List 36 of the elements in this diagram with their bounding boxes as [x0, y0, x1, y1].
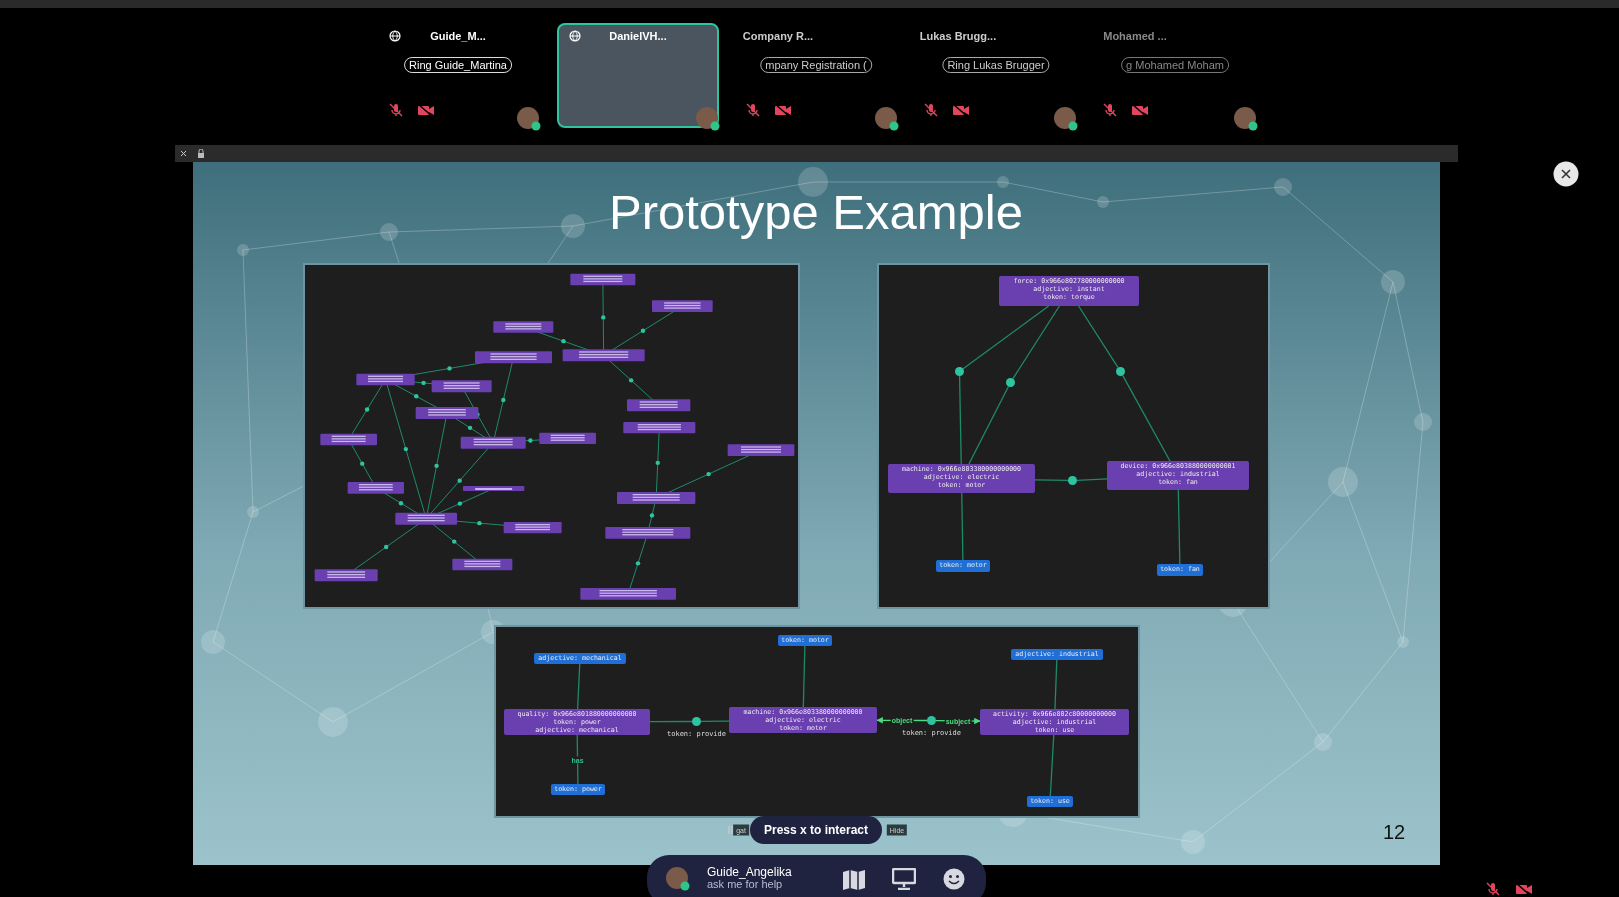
- page-number: 12: [1382, 820, 1406, 844]
- connector-line: [802, 645, 806, 708]
- connector-line: [1049, 734, 1055, 797]
- connector-line: [1122, 374, 1171, 462]
- hint-pill: Press x to interact: [750, 816, 882, 844]
- connector-line: [962, 305, 1050, 370]
- connector-line: [961, 492, 964, 561]
- junction-dot: [1116, 367, 1125, 376]
- slide-title: Prototype Example: [609, 184, 1023, 240]
- user-name: Guide_Angelika: [707, 865, 792, 879]
- graph-panel: [494, 625, 1140, 818]
- participant-name: Lukas Brugg...: [919, 30, 997, 42]
- graph-panel: [877, 263, 1270, 609]
- connector-line: [1034, 479, 1069, 482]
- user-status: ask me for help: [707, 878, 783, 890]
- connector-line: [649, 720, 693, 723]
- connector-line: [968, 385, 1010, 465]
- connector-line: [1177, 489, 1181, 565]
- connector-line: [1012, 305, 1061, 380]
- junction-dot: [692, 717, 701, 726]
- connector-line: [958, 375, 962, 465]
- connector-line: [576, 663, 581, 710]
- junction-dot: [1068, 476, 1077, 485]
- connector-line: [1054, 659, 1058, 710]
- participant-name: Company R...: [742, 30, 814, 42]
- participant-name: DanielVH...: [609, 30, 667, 42]
- junction-dot: [1006, 378, 1015, 387]
- participant-name: Mohamed ...: [1103, 30, 1167, 42]
- connector-line: [700, 720, 730, 723]
- connector-line: [576, 734, 579, 785]
- participant-name: Guide_M...: [430, 30, 486, 42]
- connector-line: [1076, 478, 1108, 481]
- junction-dot: [955, 367, 964, 376]
- graph-screenshot: [303, 263, 800, 609]
- connector-line: [1077, 305, 1119, 369]
- junction-dot: [927, 716, 936, 725]
